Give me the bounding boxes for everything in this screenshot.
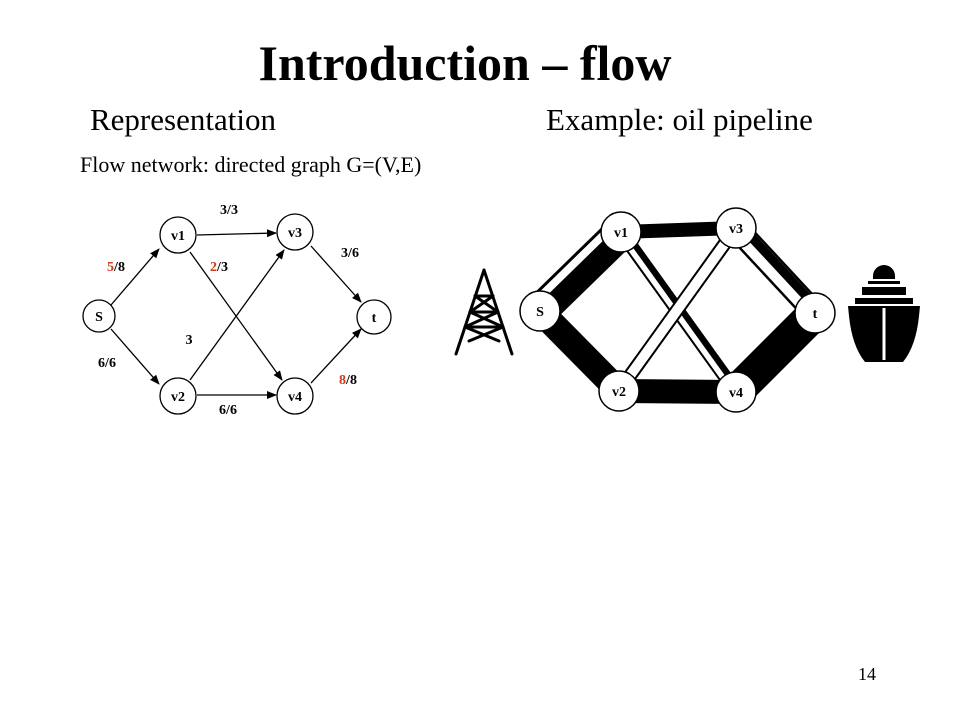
pipeline-node-v4: v4	[715, 371, 757, 413]
pipelines	[528, 219, 828, 405]
node-v4: v4	[276, 377, 314, 415]
oil-pipeline-network: S v1 v3 v2 v4	[519, 207, 836, 413]
edge-labels: 5/8 6/6 3/3 2/3 3 6/6 3/6 8/8	[98, 203, 359, 418]
capacity-value: 6	[230, 403, 237, 418]
node-v3: v3	[276, 213, 314, 251]
pipeline-node-s: S	[519, 290, 561, 332]
edge-label-v1-v3: 3/3	[220, 203, 238, 218]
edge-label-v1-v4: 2/3	[210, 260, 228, 275]
node-s-label: S	[95, 310, 103, 325]
edge-v1-v3	[196, 229, 277, 238]
node-t-label: t	[372, 311, 377, 326]
pipeline-node-v3: v3	[715, 207, 757, 249]
representation-heading: Representation	[90, 102, 276, 137]
flow-network-graph: S v1 v3 v2 v4	[82, 203, 392, 418]
flow-value: 5	[107, 260, 114, 275]
edge-s-v2	[110, 328, 160, 385]
edge-v4-t	[310, 328, 362, 384]
node-v1: v1	[159, 216, 197, 254]
flow-value: 3	[220, 203, 227, 218]
capacity-value: 6	[352, 246, 359, 261]
flow-value: 6	[98, 356, 105, 371]
edge-label-s-v2: 6/6	[98, 356, 116, 371]
edge-label-s-v1: 5/8	[107, 260, 125, 275]
pipeline-node-v2: v2	[598, 370, 640, 412]
edge-label-v4-t: 8/8	[339, 373, 357, 388]
flow-network-caption: Flow network: directed graph G=(V,E)	[80, 152, 422, 177]
page-title: Introduction – flow	[258, 35, 672, 91]
pipeline-node-t-label: t	[813, 307, 818, 322]
edge-s-v1	[110, 248, 160, 306]
graph-nodes: S v1 v3 v2 v4	[82, 213, 392, 415]
node-s: S	[82, 299, 116, 333]
pipeline-node-v4-label: v4	[729, 386, 743, 401]
node-v2-label: v2	[171, 390, 185, 405]
node-v2: v2	[159, 377, 197, 415]
oil-derrick-icon	[454, 268, 514, 356]
pipeline-node-v1: v1	[600, 211, 642, 253]
node-v4-label: v4	[288, 390, 302, 405]
pipeline-nodes: S v1 v3 v2 v4	[519, 207, 836, 413]
page-number: 14	[858, 664, 876, 684]
node-v3-label: v3	[288, 226, 302, 241]
capacity-value: 3	[221, 260, 228, 275]
pipeline-node-s-label: S	[536, 305, 544, 320]
flow-value: 8	[339, 373, 346, 388]
pipeline-node-v1-label: v1	[614, 226, 628, 241]
node-t: t	[356, 299, 392, 335]
capacity-value: 8	[350, 373, 357, 388]
edge-label-v2-v3: 3	[186, 333, 193, 348]
pipeline-node-t: t	[794, 292, 836, 334]
pipeline-heading: Example: oil pipeline	[546, 102, 813, 137]
capacity-value: 3	[231, 203, 238, 218]
flow-value: 3	[341, 246, 348, 261]
capacity-value: 8	[118, 260, 125, 275]
flow-value: 3	[186, 333, 193, 348]
flow-value: 2	[210, 260, 217, 275]
edge-label-v3-t: 3/6	[341, 246, 359, 261]
edge-label-v2-v4: 6/6	[219, 403, 237, 418]
pipeline-node-v2-label: v2	[612, 385, 626, 400]
node-v1-label: v1	[171, 229, 185, 244]
graph-edges	[110, 229, 362, 399]
edge-v2-v3	[189, 249, 285, 381]
pipeline-node-v3-label: v3	[729, 222, 743, 237]
ship-icon	[848, 265, 920, 362]
capacity-value: 6	[109, 356, 116, 371]
flow-value: 6	[219, 403, 226, 418]
edge-v3-t	[310, 245, 362, 303]
